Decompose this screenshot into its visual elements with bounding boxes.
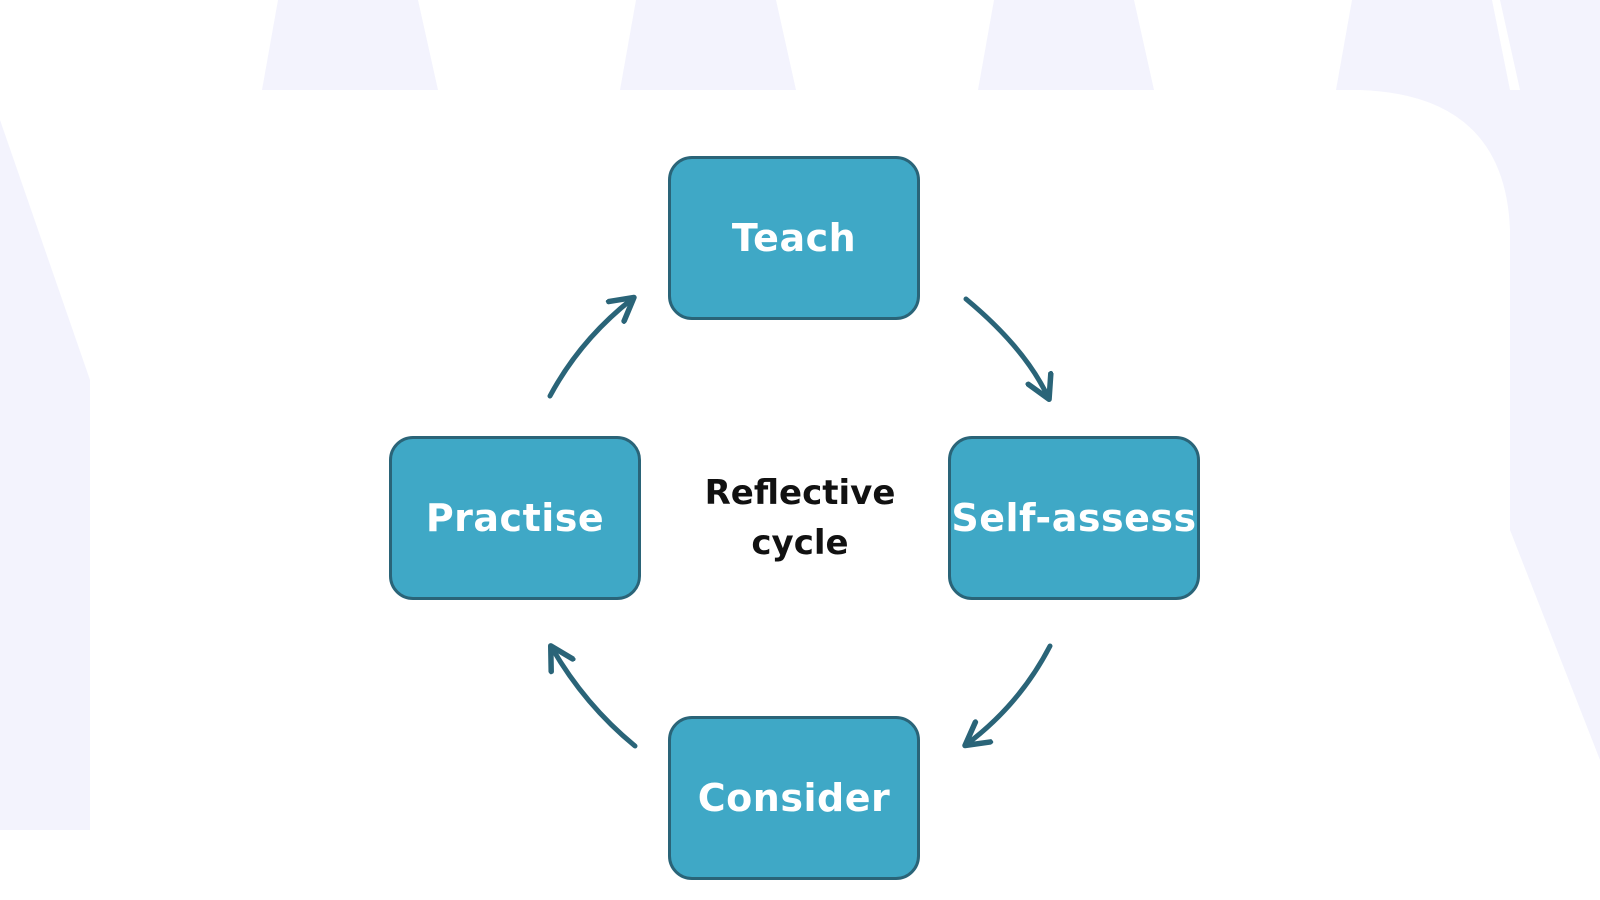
node-label-teach: Teach (731, 216, 857, 260)
node-label-consider: Consider (697, 776, 891, 820)
arrow-consider-to-practise (552, 648, 638, 749)
node-teach: Teach (668, 156, 920, 320)
background-decoration (0, 0, 1600, 830)
node-label-self-assess: Self-assess (951, 496, 1197, 540)
node-consider: Consider (668, 716, 920, 880)
node-label-practise: Practise (425, 496, 605, 540)
arrow-self-assess-to-consider (967, 643, 1053, 744)
center-label-line-2: cycle (751, 523, 849, 563)
arrow-practise-to-teach (547, 299, 632, 399)
node-practise: Practise (389, 436, 641, 600)
node-self-assess: Self-assess (948, 436, 1200, 600)
center-label-line-1: Reflective (704, 473, 896, 513)
arrow-teach-to-self-assess (963, 296, 1048, 397)
center-label: Reflective cycle (690, 468, 910, 568)
